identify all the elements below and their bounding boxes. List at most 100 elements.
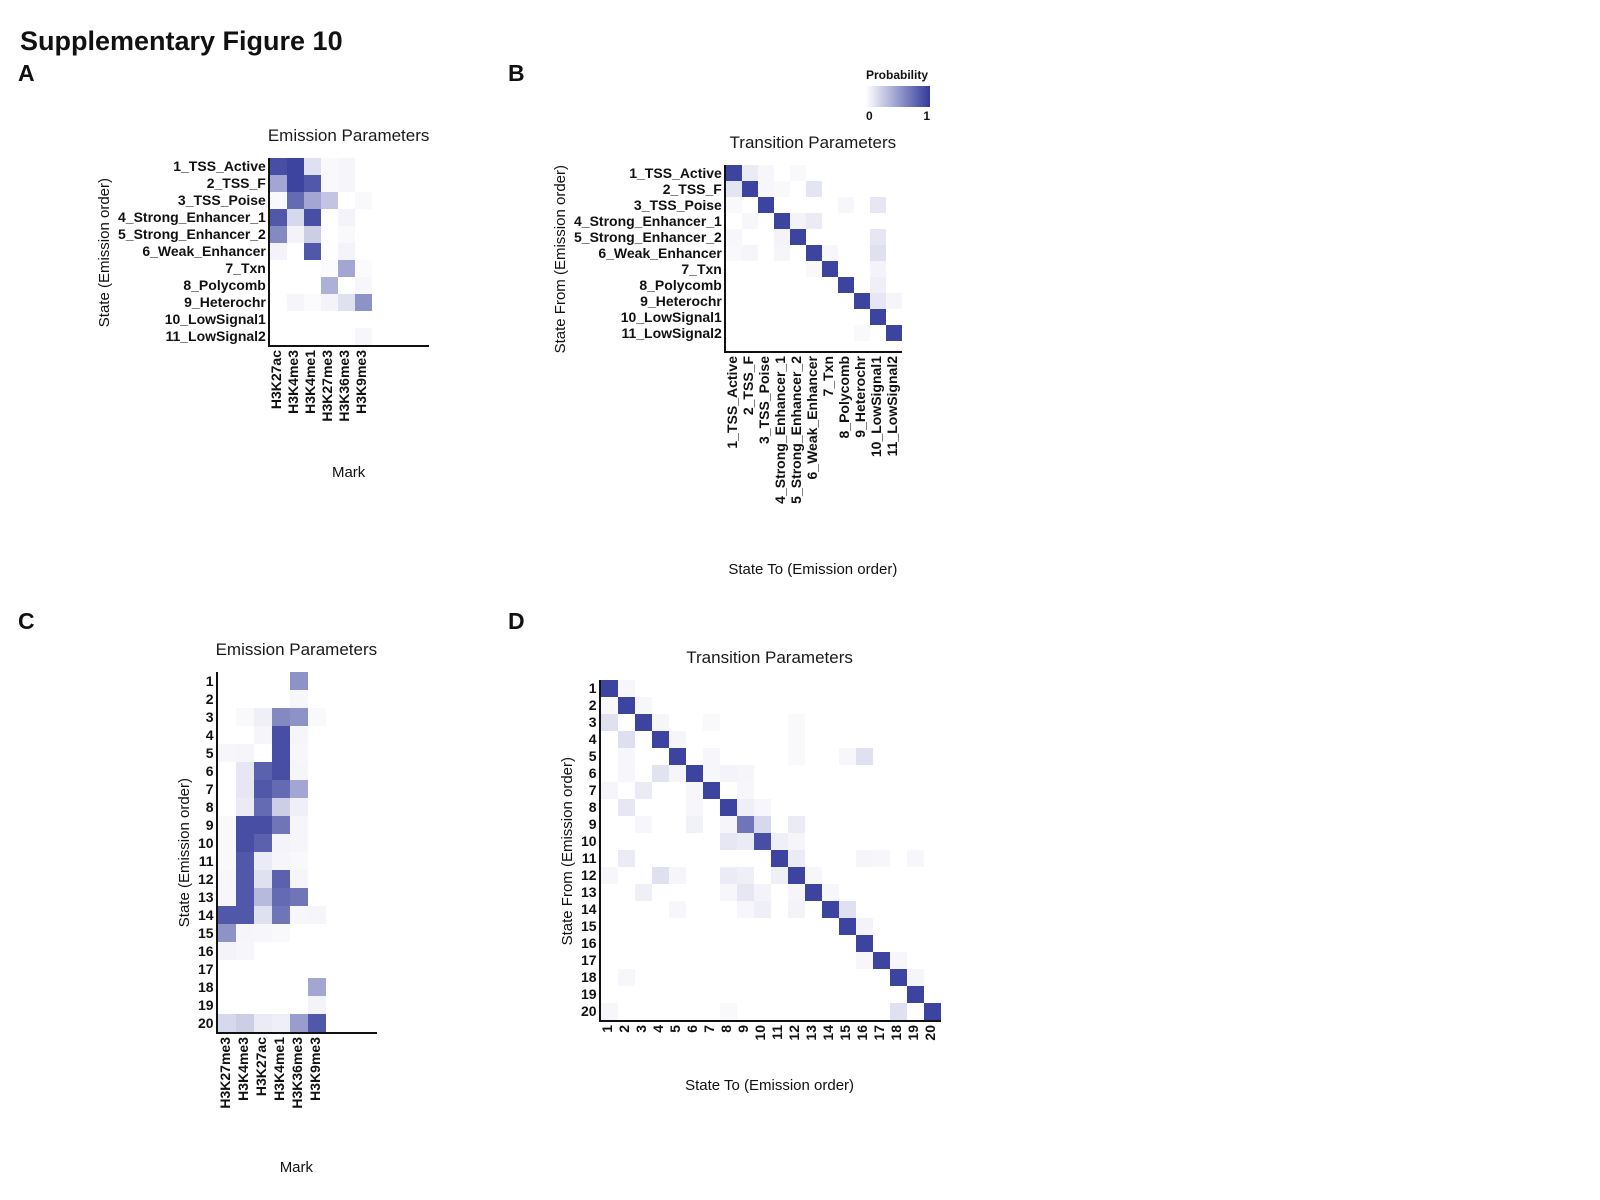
row-tick-label: 13: [198, 889, 214, 905]
heatmap-cell: [617, 935, 635, 952]
col-tick-label: 6_Weak_Enhancer: [803, 356, 820, 480]
heatmap-cell: [923, 782, 941, 799]
heatmap-cell: [600, 867, 618, 884]
heatmap-cell: [668, 901, 686, 918]
heatmap-cell: [253, 744, 272, 762]
col-tick-label: 18: [887, 1025, 904, 1041]
heatmap-cell: [770, 884, 788, 901]
heatmap-cell: [725, 325, 742, 341]
col-tick-slot: 7: [701, 1025, 718, 1033]
heatmap-cell: [869, 277, 886, 293]
col-tick-slot: 15: [837, 1025, 854, 1041]
heatmap-cell: [889, 799, 907, 816]
col-tick-label: 20: [921, 1025, 938, 1041]
heatmap-cell: [685, 714, 703, 731]
heatmap-cell: [837, 229, 854, 245]
heatmap-cell: [668, 697, 686, 714]
heatmap-cell: [804, 833, 822, 850]
col-tick-slot: 9: [735, 1025, 752, 1033]
heatmap-cell: [838, 935, 856, 952]
heatmap-cell: [634, 850, 652, 867]
heatmap-cell: [736, 799, 754, 816]
heatmap-cell: [736, 765, 754, 782]
heatmap-cell: [855, 799, 873, 816]
col-tick-slot: 10_LowSignal1: [868, 356, 884, 457]
heatmap-cell: [821, 799, 839, 816]
heatmap-cell: [289, 996, 308, 1014]
heatmap-cell: [923, 833, 941, 850]
heatmap-cell: [753, 1003, 771, 1020]
heatmap-cell: [651, 867, 669, 884]
heatmap-cell: [271, 816, 290, 834]
heatmap-cell: [923, 952, 941, 969]
heatmap-cell: [741, 197, 758, 213]
heatmap-cell: [286, 294, 304, 311]
heatmap-cell: [719, 748, 737, 765]
col-tick-slot: 12: [786, 1025, 803, 1041]
heatmap-cell: [805, 197, 822, 213]
heatmap-cell: [889, 816, 907, 833]
heatmap-cell: [923, 901, 941, 918]
row-tick-label: 17: [581, 952, 597, 968]
heatmap-cell: [821, 197, 838, 213]
heatmap-cell: [668, 731, 686, 748]
heatmap-cell: [307, 888, 326, 906]
heatmap-cell: [320, 294, 338, 311]
heatmap-cell: [634, 816, 652, 833]
col-tick-slot: 14: [820, 1025, 837, 1041]
heatmap-cell: [337, 260, 355, 277]
heatmap-cell: [805, 261, 822, 277]
heatmap-cell: [770, 816, 788, 833]
heatmap-cell: [787, 680, 805, 697]
heatmap-cell: [269, 175, 287, 192]
heatmap-cell: [805, 245, 822, 261]
heatmap-cell: [787, 969, 805, 986]
heatmap-cell: [821, 261, 838, 277]
heatmap-cell: [906, 731, 924, 748]
heatmap-cell: [271, 852, 290, 870]
heatmap-cell: [337, 294, 355, 311]
heatmap-cell: [600, 816, 618, 833]
heatmap-cell: [753, 816, 771, 833]
heatmap-cell: [719, 918, 737, 935]
col-tick-label: 12: [785, 1025, 802, 1041]
heatmap-cell: [853, 293, 870, 309]
heatmap-cell: [634, 782, 652, 799]
heatmap-cell: [634, 952, 652, 969]
heatmap-cell: [725, 213, 742, 229]
heatmap-cell: [668, 935, 686, 952]
panel-a-heatmap-grid: [267, 158, 430, 347]
heatmap-cell: [805, 309, 822, 325]
heatmap-cell: [289, 942, 308, 960]
col-tick-label: H3K9me3: [352, 350, 369, 414]
heatmap-cell: [889, 867, 907, 884]
heatmap-cell: [271, 942, 290, 960]
heatmap-cell: [685, 969, 703, 986]
heatmap-cell: [702, 799, 720, 816]
heatmap-cell: [757, 213, 774, 229]
heatmap-cell: [821, 867, 839, 884]
heatmap-cell: [303, 226, 321, 243]
panel-c-title: Emission Parameters: [215, 640, 378, 659]
panel-b-heatmap-grid: [723, 165, 902, 354]
heatmap-cell: [923, 884, 941, 901]
heatmap-cell: [757, 325, 774, 341]
panel-b-transition-heatmap: Transition Parameters State From (Emissi…: [548, 133, 902, 578]
heatmap-cell: [307, 996, 326, 1014]
col-tick-slot: 11: [769, 1025, 786, 1040]
row-tick-label: 8_Polycomb: [183, 277, 266, 293]
heatmap-cell: [685, 986, 703, 1003]
row-tick-label: 10_LowSignal1: [164, 311, 266, 327]
heatmap-cell: [651, 901, 669, 918]
heatmap-cell: [770, 918, 788, 935]
heatmap-cell: [617, 748, 635, 765]
heatmap-cell: [821, 935, 839, 952]
heatmap-cell: [770, 799, 788, 816]
col-tick-label: 13: [802, 1025, 819, 1041]
heatmap-cell: [719, 782, 737, 799]
heatmap-cell: [753, 935, 771, 952]
panel-c-emission-heatmap: Emission Parameters State (Emission orde…: [172, 640, 378, 1176]
heatmap-cell: [838, 969, 856, 986]
